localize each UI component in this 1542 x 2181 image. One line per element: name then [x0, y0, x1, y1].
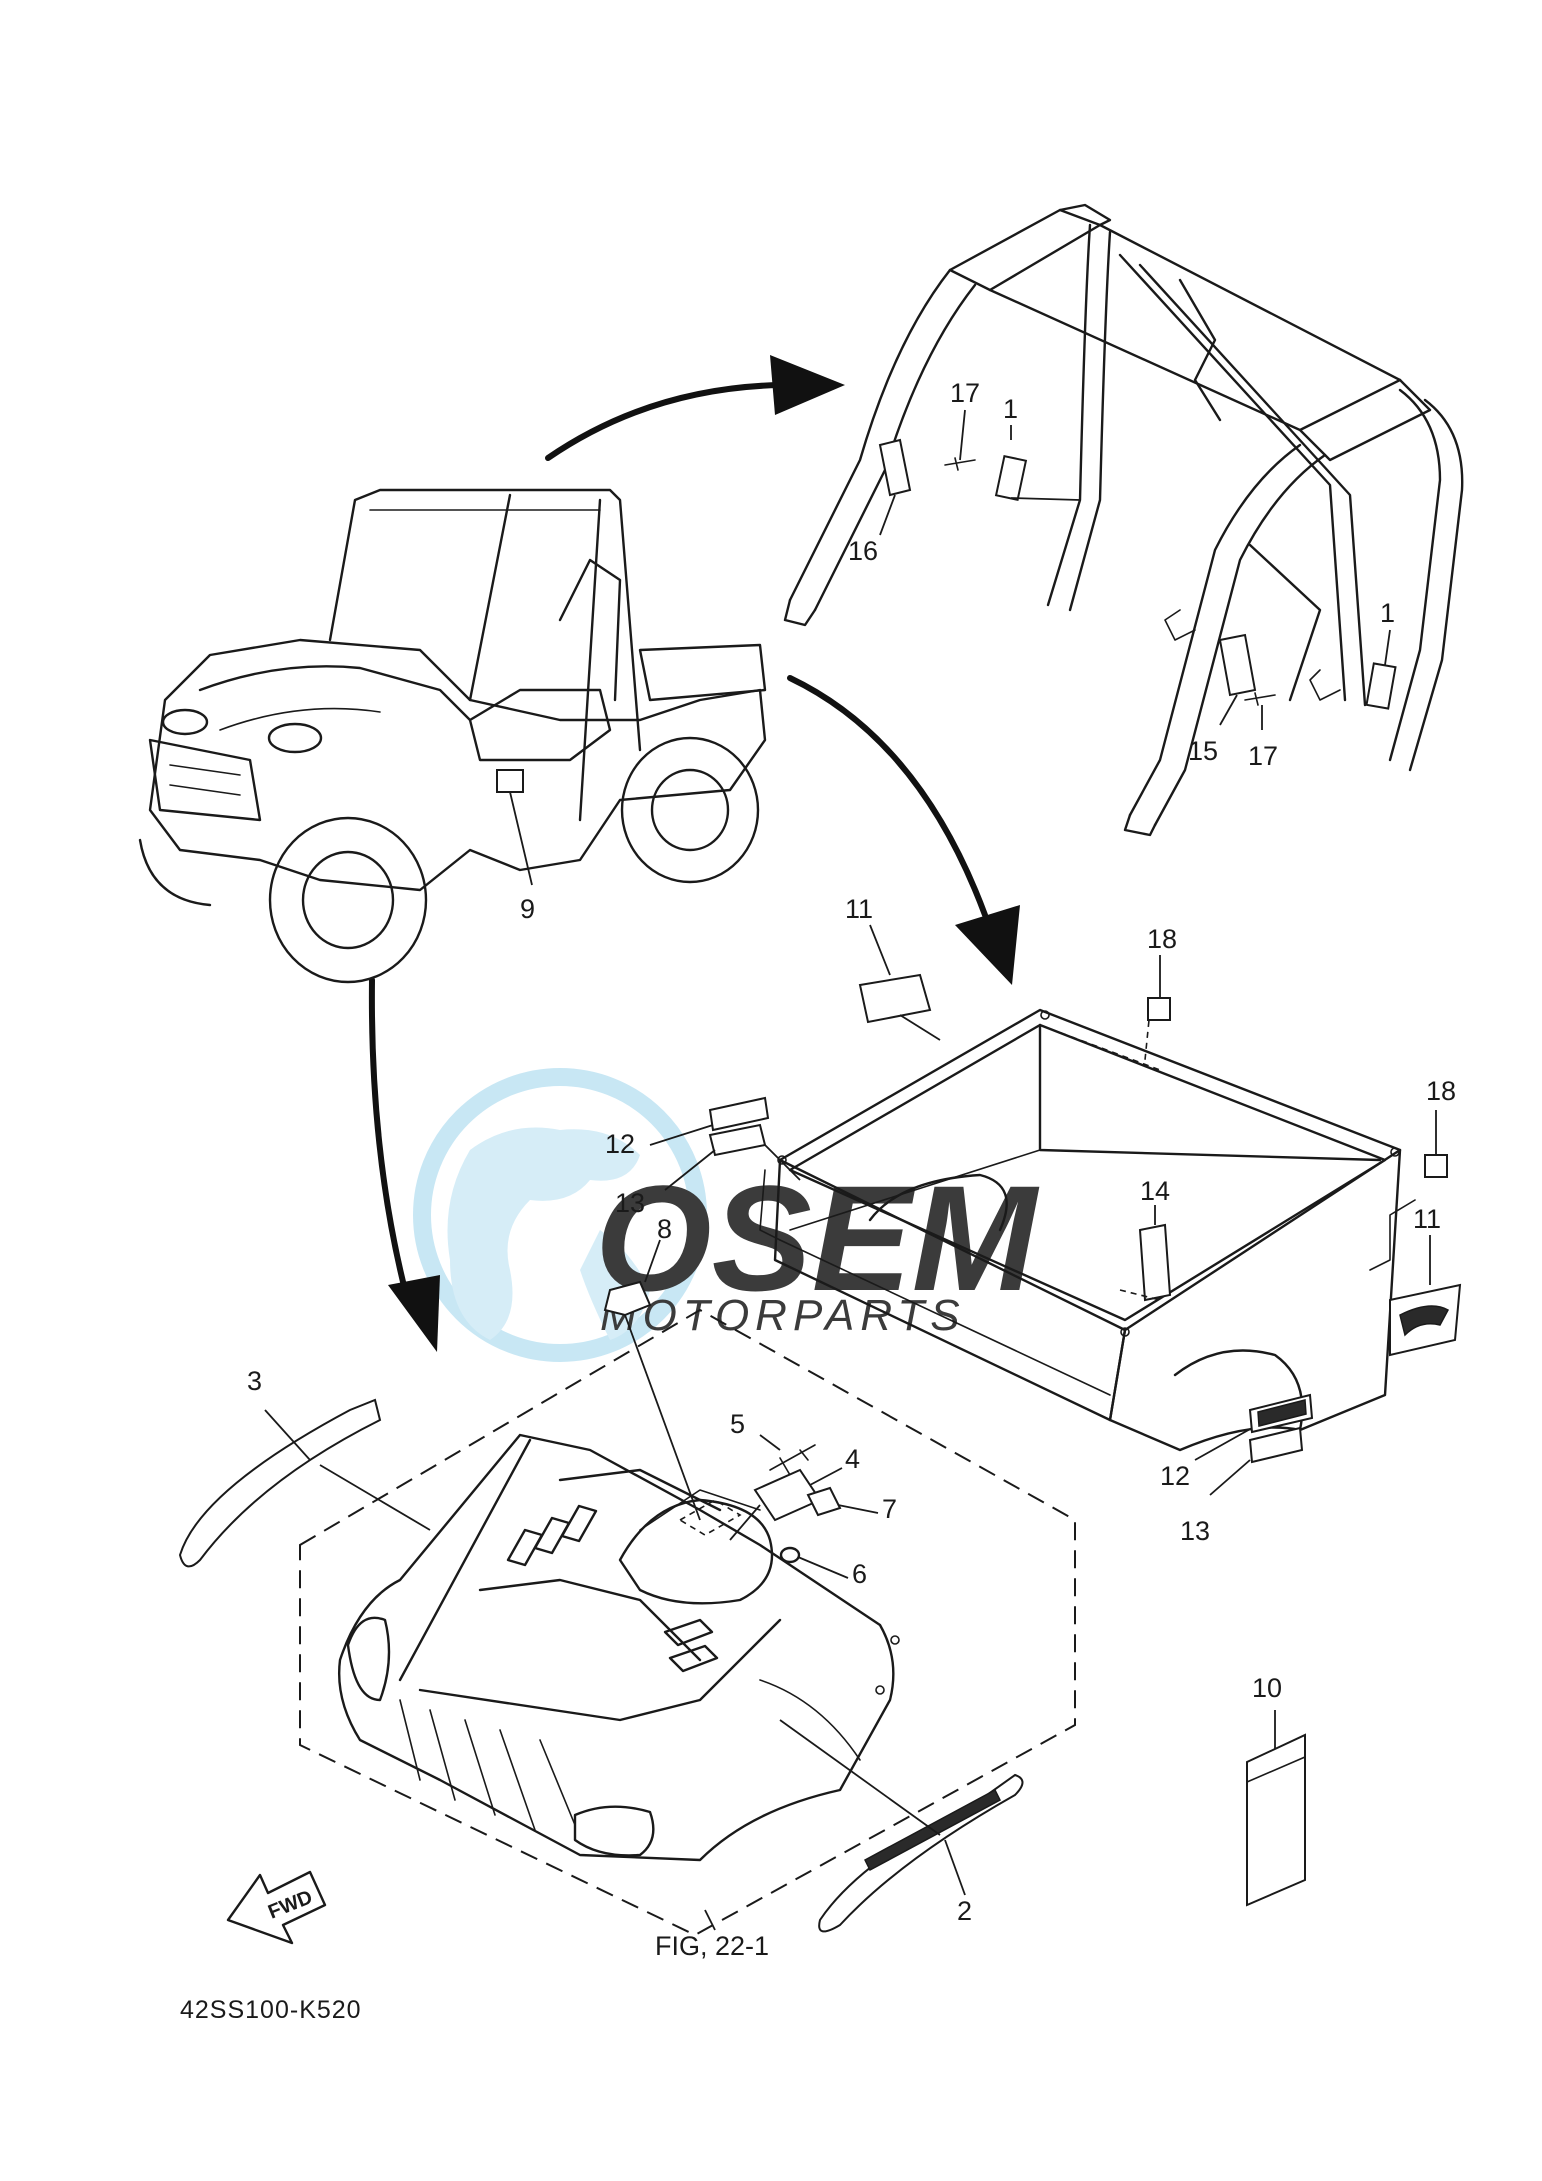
callout-15: 15 — [1188, 736, 1218, 766]
callout-16: 16 — [848, 536, 878, 566]
callout-14: 14 — [1140, 1176, 1170, 1206]
callout-7: 7 — [882, 1494, 897, 1524]
callout-8: 8 — [657, 1214, 672, 1244]
callout-18-top: 18 — [1147, 924, 1177, 954]
diagram-code: 42SS100-K520 — [180, 1996, 362, 2024]
callout-11-right: 11 — [1413, 1204, 1441, 1234]
callout-9: 9 — [520, 894, 535, 924]
callout-17-top: 17 — [950, 378, 980, 408]
callout-10: 10 — [1252, 1673, 1282, 1703]
callout-11-left: 11 — [845, 894, 873, 924]
watermark-globe-icon — [413, 1068, 707, 1362]
cargo-bed — [649, 924, 1462, 1496]
watermark-sub: MOTORPARTS — [600, 1291, 966, 1340]
utility-vehicle — [138, 488, 767, 984]
callout-13-right: 13 — [1180, 1516, 1210, 1546]
callout-4: 4 — [845, 1444, 860, 1474]
fwd-arrow-icon: FWD — [226, 1870, 327, 1945]
callout-1-top: 1 — [1003, 394, 1018, 424]
arrow-to-rollcage-head — [770, 355, 845, 415]
callout-5: 5 — [730, 1409, 745, 1439]
callout-13-left: 13 — [615, 1188, 645, 1218]
roll-cage — [783, 203, 1464, 837]
arrow-to-hood — [368, 977, 408, 1293]
arrow-to-hood-head — [388, 1275, 440, 1352]
arrow-to-rollcage — [545, 382, 783, 461]
callout-18-right: 18 — [1426, 1076, 1456, 1106]
figure-reference: FIG, 22-1 — [655, 1931, 769, 1961]
callout-17-bottom: 17 — [1248, 741, 1278, 771]
direction-arrows — [368, 355, 1020, 1352]
callout-3: 3 — [247, 1366, 262, 1396]
callout-12-left: 12 — [605, 1129, 635, 1159]
arrow-to-bed — [787, 675, 988, 918]
hood-assembly — [178, 1239, 1076, 1937]
callout-2: 2 — [957, 1896, 972, 1926]
arrow-to-bed-head — [955, 905, 1020, 985]
callout-12-right: 12 — [1160, 1461, 1190, 1491]
callout-6: 6 — [852, 1559, 867, 1589]
callout-1-right: 1 — [1380, 598, 1395, 628]
manual-decal — [1246, 1710, 1306, 1907]
watermark-continents — [447, 1127, 650, 1340]
